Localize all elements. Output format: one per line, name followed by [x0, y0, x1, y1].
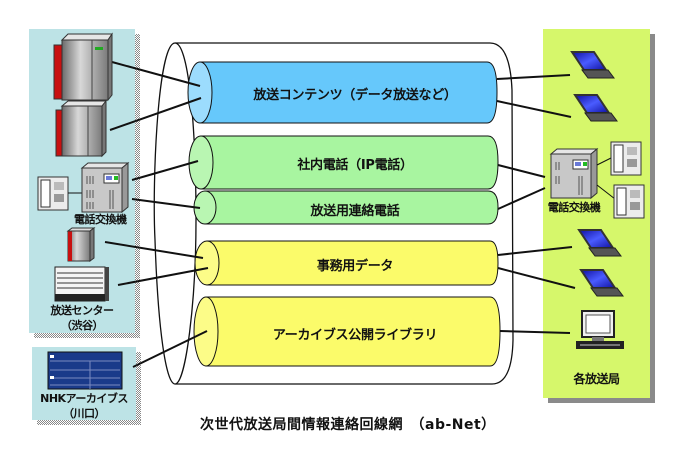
desktop-pc-icon	[576, 310, 624, 349]
rack-icon	[54, 266, 109, 302]
archive-panel-shadow	[136, 352, 141, 425]
nhk-archives-location: （川口）	[63, 407, 106, 420]
laptop-icon	[573, 94, 618, 122]
broadcast-center-label: 放送センター	[50, 304, 115, 317]
right-panel-shadow	[650, 34, 655, 403]
right-connections	[496, 74, 576, 334]
nhk-archives-label: NHKアーカイブス	[40, 392, 128, 405]
phone-icon	[37, 176, 69, 211]
phone-icon	[613, 184, 645, 219]
channel-label-broadcast-phone: 放送用連絡電話	[310, 204, 400, 219]
channel-label-ip-phone: 社内電話（IP電話）	[297, 158, 413, 173]
channel-tube-broadcast-phone	[193, 190, 499, 225]
channel-tube-office-data	[194, 240, 499, 286]
pbx-icon	[80, 161, 130, 214]
archive-storage-icon	[47, 351, 123, 390]
pbx-icon	[549, 147, 599, 200]
laptop-icon	[570, 51, 615, 79]
channel-label-archive-library: アーカイブス公開ライブラリ	[272, 328, 438, 343]
local-stations-label: 各放送局	[573, 372, 620, 386]
diagram-title: 次世代放送局間情報連絡回線網 （ab-Net）	[200, 417, 496, 433]
channel-tube-ip-phone	[188, 135, 499, 190]
channel-label-broadcast-contents: 放送コンテンツ（データ放送など）	[253, 88, 457, 103]
channel-label-office-data: 事務用データ	[316, 259, 394, 274]
broadcast-center-location: （渋谷）	[61, 319, 104, 332]
pbx-label-right: 電話交換機	[547, 201, 601, 214]
left-connections	[104, 61, 209, 368]
left-panel-shadow	[135, 34, 140, 338]
laptop-icon	[579, 269, 624, 297]
phone-icon	[610, 141, 642, 176]
left-panel-shadow	[34, 333, 140, 338]
phone-link	[596, 157, 612, 166]
channel-tube-broadcast-contents	[187, 61, 498, 124]
archive-panel-shadow	[37, 420, 141, 425]
server-icon	[55, 99, 108, 158]
pbx-label-left: 電話交換機	[74, 213, 127, 226]
laptop-icon	[577, 229, 622, 257]
server-icon	[66, 227, 96, 262]
right-panel-shadow	[548, 398, 655, 403]
server-icon	[53, 32, 113, 102]
phone-link	[596, 184, 616, 200]
